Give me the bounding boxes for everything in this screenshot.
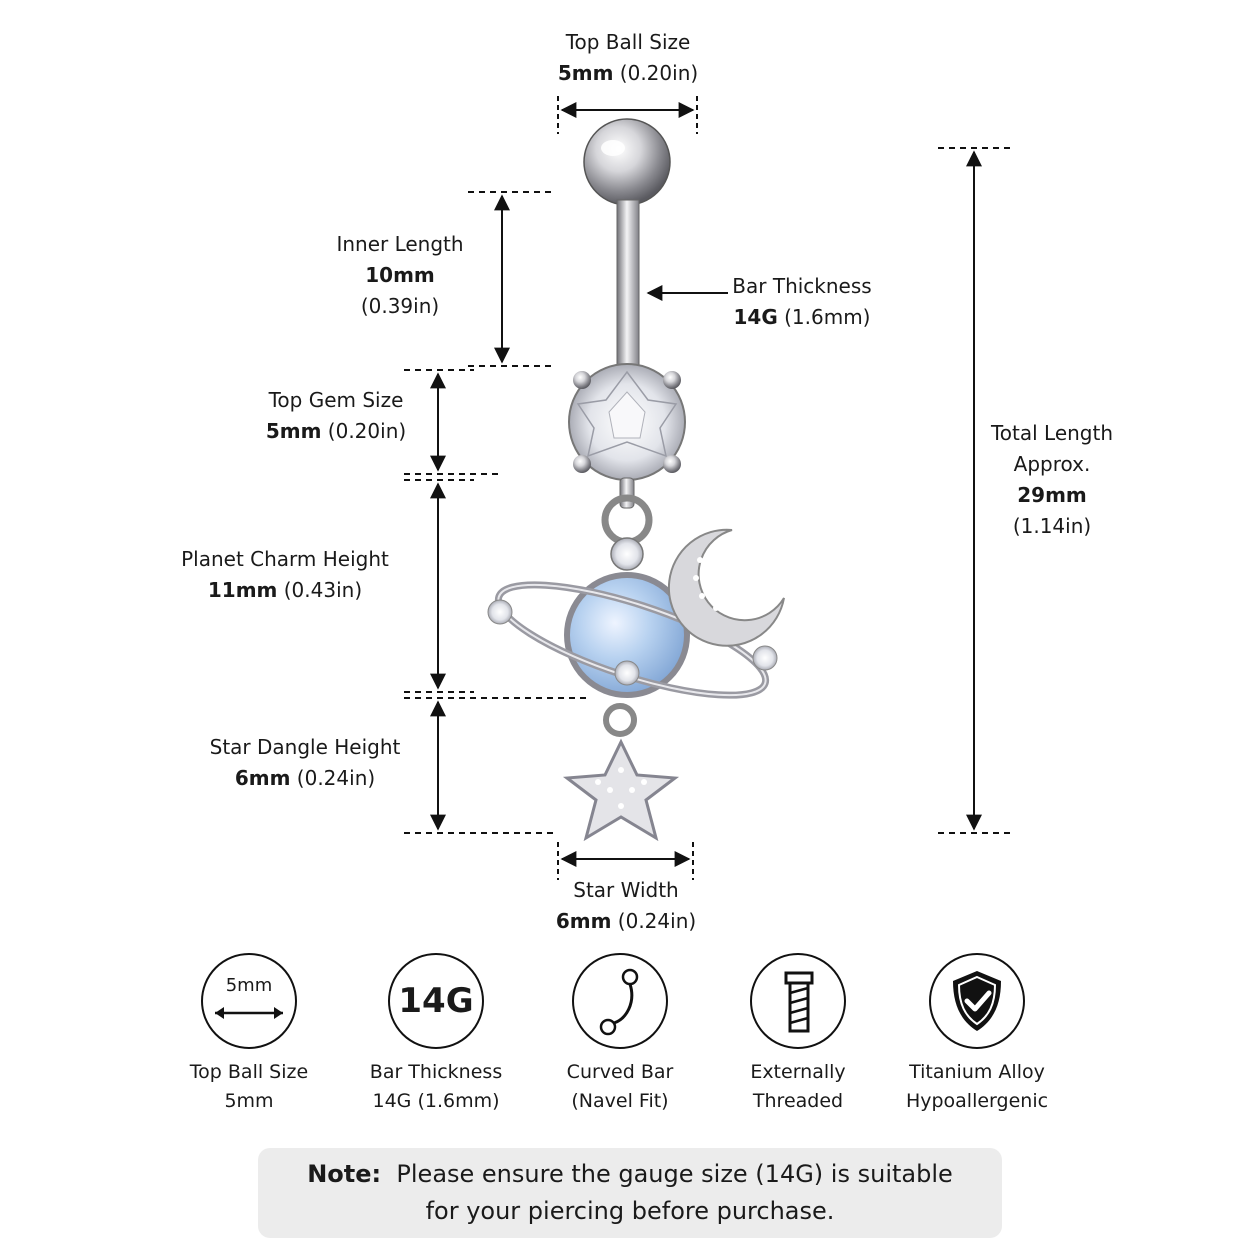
- note-line-1: Note: Please ensure the gauge size (14G)…: [307, 1160, 953, 1188]
- top-gem-size-label: Top Gem Size 5mm (0.20in): [265, 388, 407, 443]
- ball-size-icon: 5mm: [201, 953, 297, 1049]
- note-box: Note: Please ensure the gauge size (14G)…: [258, 1148, 1002, 1238]
- curved-bar-icon: [572, 953, 668, 1049]
- feature-label-threaded: Externally Threaded: [750, 1061, 846, 1112]
- double-arrow-icon: [215, 1007, 283, 1019]
- ball-size-icon-text: 5mm: [225, 975, 273, 996]
- feature-label-ball-size: Top Ball Size 5mm: [189, 1061, 309, 1112]
- planet-charm-height-label: Planet Charm Height 11mm (0.43in): [181, 547, 389, 602]
- feature-label-curved-bar: Curved Bar (Navel Fit): [566, 1061, 674, 1112]
- jewelry-diagram: [404, 96, 1014, 880]
- planet-charm: [487, 494, 785, 699]
- star-dangle-height-label: Star Dangle Height 6mm (0.24in): [209, 735, 401, 790]
- inner-length-label: Inner Length 10mm (0.39in): [336, 232, 464, 318]
- bar: [616, 199, 640, 371]
- star-dangle: [562, 703, 680, 842]
- top-gem: [568, 363, 686, 481]
- note-line-2: for your piercing before purchase.: [425, 1197, 835, 1225]
- top-ball-size-label: Top Ball Size 5mm (0.20in): [557, 30, 699, 85]
- gauge-icon: 14G: [388, 953, 484, 1049]
- bar-thickness-label: Bar Thickness 14G (1.6mm): [732, 274, 872, 329]
- feature-label-titanium: Titanium Alloy Hypoallergenic: [905, 1061, 1049, 1112]
- total-length-label: Total Length Approx. 29mm (1.14in): [990, 421, 1114, 538]
- feature-label-bar-thickness: Bar Thickness 14G (1.6mm): [369, 1061, 503, 1112]
- star-width-label: Star Width 6mm (0.24in): [555, 878, 697, 933]
- shield-check-icon: [929, 953, 1025, 1049]
- screw-thread-icon: [750, 953, 846, 1049]
- gauge-icon-text: 14G: [398, 981, 474, 1021]
- top-ball: [583, 118, 671, 206]
- note-label: Note:: [307, 1160, 382, 1188]
